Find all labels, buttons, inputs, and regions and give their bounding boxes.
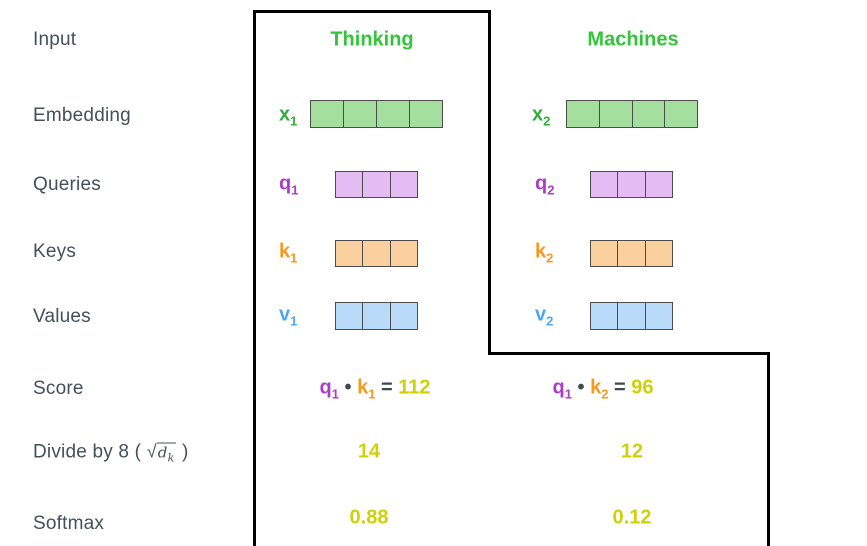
row-label-divide: Divide by 8 ( √dk ) <box>33 442 188 465</box>
symbol-q: q <box>535 172 548 195</box>
embedding-label-x2: x2 <box>532 104 550 129</box>
symbol-x: x <box>532 103 544 126</box>
row-label-softmax: Softmax <box>33 513 105 534</box>
vector-cell <box>377 101 410 127</box>
equals-sign: = <box>614 376 626 399</box>
query-vector-q2 <box>590 171 673 198</box>
dot-operator: • <box>344 376 352 399</box>
vector-cell <box>363 241 391 266</box>
vector-cell <box>618 172 646 197</box>
column-header-machines: Machines <box>587 28 679 51</box>
symbol-q: q <box>279 172 292 195</box>
row-label-values: Values <box>33 306 91 327</box>
vector-cell <box>600 101 633 127</box>
vector-cell <box>336 241 364 266</box>
query-label-q2: q2 <box>535 173 554 198</box>
symbol-v-subscript: 2 <box>546 313 554 329</box>
divide-label-prefix: Divide by 8 ( <box>33 441 142 463</box>
vector-cell <box>391 172 417 197</box>
symbol-k-subscript: 2 <box>546 250 554 266</box>
symbol-x-subscript: 1 <box>290 113 298 129</box>
key-label-k1: k1 <box>279 241 297 266</box>
embedding-label-x1: x1 <box>279 104 297 129</box>
vector-cell <box>591 172 619 197</box>
symbol-x-subscript: 2 <box>543 113 551 129</box>
symbol-v-subscript: 1 <box>290 313 298 329</box>
divide-result-thinking: 14 <box>357 440 381 463</box>
symbol-k-subscript: 1 <box>290 250 298 266</box>
score-k-subscript: 1 <box>368 386 376 402</box>
score-k-term: k1 <box>357 376 376 402</box>
symbol-q-subscript: 2 <box>547 182 555 198</box>
softmax-result-thinking: 0.88 <box>349 506 389 529</box>
divide-result-machines: 12 <box>620 440 644 463</box>
symbol-v: v <box>535 303 547 326</box>
score-q-symbol: q <box>552 376 565 399</box>
score-k-term: k2 <box>590 376 609 402</box>
score-equation-machines: q1 • k2 = 96 <box>483 377 723 402</box>
equals-sign: = <box>381 376 393 399</box>
key-vector-k1 <box>335 240 418 267</box>
query-vector-q1 <box>335 171 418 198</box>
selection-outline-path <box>253 10 770 546</box>
score-k-symbol: k <box>590 376 602 399</box>
score-result: 112 <box>398 376 431 399</box>
symbol-k: k <box>535 240 547 263</box>
vector-cell <box>363 172 391 197</box>
sqrt-radicand-subscript: k <box>167 451 175 465</box>
score-q-symbol: q <box>319 376 332 399</box>
row-label-keys: Keys <box>33 241 77 262</box>
symbol-k: k <box>279 240 291 263</box>
symbol-v: v <box>279 303 291 326</box>
vector-cell <box>336 303 364 329</box>
key-vector-k2 <box>590 240 673 267</box>
vector-cell <box>618 241 646 266</box>
vector-cell <box>344 101 377 127</box>
score-q-term: q1 <box>552 376 572 402</box>
vector-cell <box>391 241 417 266</box>
score-equation-thinking: q1 • k1 = 112 <box>253 377 497 402</box>
row-label-input: Input <box>33 29 77 50</box>
query-label-q1: q1 <box>279 173 298 198</box>
vector-cell <box>391 303 417 329</box>
value-vector-v2 <box>590 302 673 330</box>
row-label-queries: Queries <box>33 174 101 195</box>
row-label-embedding: Embedding <box>33 105 131 126</box>
symbol-q-subscript: 1 <box>291 182 299 198</box>
divide-label-suffix: ) <box>181 441 189 463</box>
value-vector-v1 <box>335 302 418 330</box>
vector-cell <box>633 101 666 127</box>
row-label-score: Score <box>33 378 84 399</box>
vector-cell <box>363 303 391 329</box>
vector-cell <box>618 303 646 329</box>
key-label-k2: k2 <box>535 241 553 266</box>
score-q-subscript: 1 <box>331 386 339 402</box>
value-label-v1: v1 <box>279 304 297 329</box>
vector-cell <box>591 303 619 329</box>
score-q-term: q1 <box>319 376 339 402</box>
embedding-vector-x1 <box>310 100 443 128</box>
symbol-x: x <box>279 103 291 126</box>
score-k-subscript: 2 <box>601 386 609 402</box>
embedding-vector-x2 <box>566 100 698 128</box>
vector-cell <box>410 101 442 127</box>
vector-cell <box>646 172 672 197</box>
vector-cell <box>646 241 672 266</box>
vector-cell <box>567 101 600 127</box>
score-q-subscript: 1 <box>564 386 572 402</box>
dot-operator: • <box>577 376 585 399</box>
vector-cell <box>336 172 364 197</box>
score-result: 96 <box>631 376 654 399</box>
value-label-v2: v2 <box>535 304 553 329</box>
sqrt-dk-term: dk <box>156 442 177 465</box>
score-k-symbol: k <box>357 376 369 399</box>
vector-cell <box>311 101 344 127</box>
softmax-result-machines: 0.12 <box>612 506 652 529</box>
vector-cell <box>646 303 672 329</box>
sqrt-radicand: d <box>157 443 168 462</box>
sqrt-radical-symbol: √ <box>146 441 157 462</box>
vector-cell <box>591 241 619 266</box>
vector-cell <box>665 101 697 127</box>
column-header-thinking: Thinking <box>330 28 414 51</box>
